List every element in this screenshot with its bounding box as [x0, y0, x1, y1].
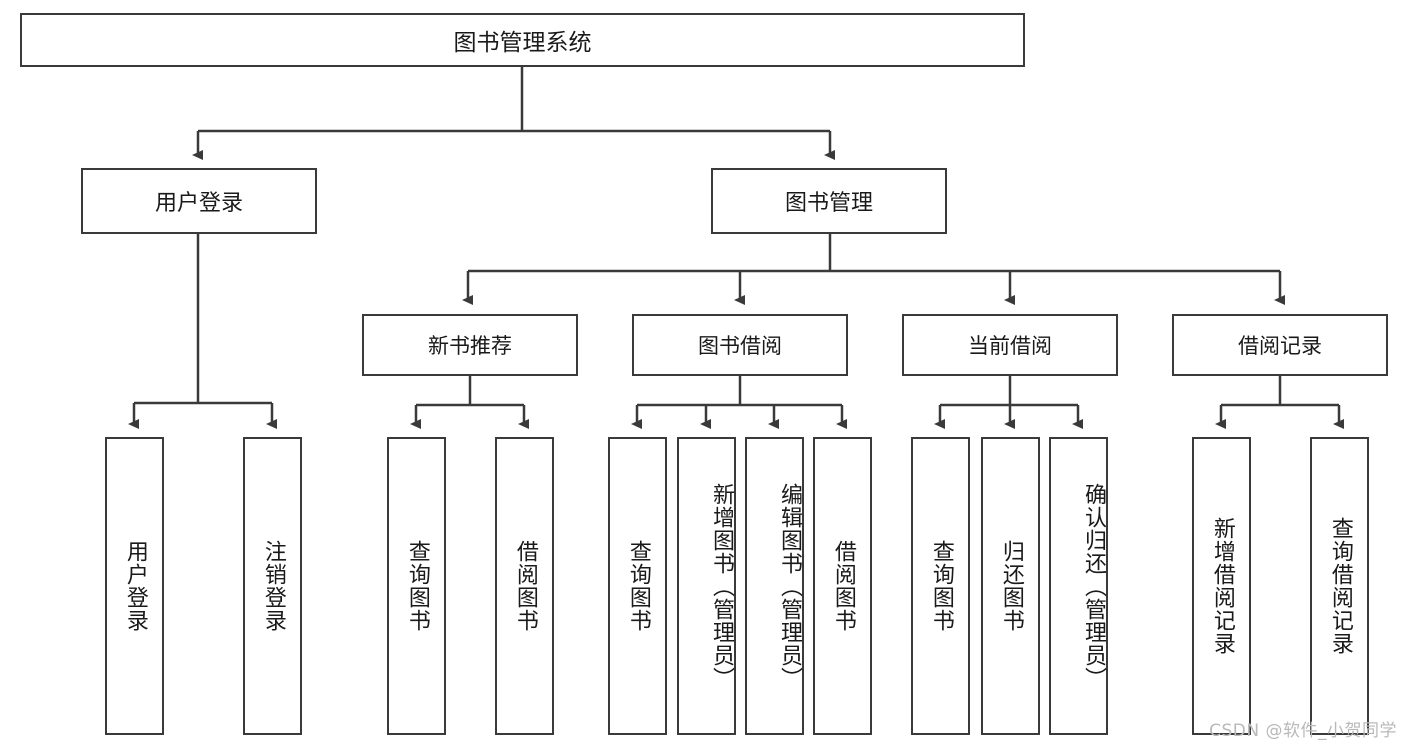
- leaf-record-add-record[interactable]: 新增借阅记录: [1192, 437, 1251, 735]
- node-label: 确认归还（管理员）: [1081, 482, 1106, 690]
- node-label: 注销登录: [260, 540, 286, 632]
- leaf-current-return-book[interactable]: 归还图书: [981, 437, 1040, 735]
- node-label: 借阅记录: [1238, 334, 1322, 358]
- node-label: 编辑图书（管理员）: [777, 482, 802, 690]
- leaf-current-confirm-return-admin[interactable]: 确认归还（管理员）: [1049, 437, 1108, 735]
- node-label: 查询图书: [625, 540, 651, 632]
- node-borrow-record[interactable]: 借阅记录: [1172, 314, 1388, 376]
- leaf-user-login-signout[interactable]: 注销登录: [243, 437, 302, 735]
- node-label: 借阅图书: [830, 540, 856, 632]
- node-label: 用户登录: [154, 191, 243, 216]
- leaf-recommend-borrow-book[interactable]: 借阅图书: [495, 437, 554, 735]
- node-label: 用户登录: [122, 540, 148, 632]
- node-label: 新增图书（管理员）: [709, 482, 734, 690]
- csdn-watermark: CSDN @软件_小贺同学: [1209, 721, 1397, 741]
- node-new-book-recommend[interactable]: 新书推荐: [362, 314, 578, 376]
- leaf-borrow-borrow-book[interactable]: 借阅图书: [813, 437, 872, 735]
- leaf-recommend-query-book[interactable]: 查询图书: [387, 437, 446, 735]
- node-label: 图书管理系统: [453, 30, 592, 56]
- node-label: 借阅图书: [512, 540, 538, 632]
- node-label: 图书借阅: [698, 334, 782, 358]
- node-label: 新书推荐: [428, 334, 512, 358]
- leaf-borrow-query-book[interactable]: 查询图书: [608, 437, 667, 735]
- leaf-current-query-book[interactable]: 查询图书: [911, 437, 970, 735]
- node-label: 查询借阅记录: [1327, 517, 1353, 655]
- node-label: 查询图书: [928, 540, 954, 632]
- leaf-user-login-signin[interactable]: 用户登录: [105, 437, 164, 735]
- node-book-borrow[interactable]: 图书借阅: [632, 314, 848, 376]
- node-label: 新增借阅记录: [1209, 517, 1235, 655]
- node-root-system[interactable]: 图书管理系统: [20, 13, 1025, 67]
- node-current-borrow[interactable]: 当前借阅: [902, 314, 1118, 376]
- leaf-borrow-edit-book-admin[interactable]: 编辑图书（管理员）: [745, 437, 804, 735]
- node-book-management[interactable]: 图书管理: [711, 168, 947, 234]
- leaf-borrow-add-book-admin[interactable]: 新增图书（管理员）: [677, 437, 736, 735]
- node-label: 图书管理: [784, 191, 873, 216]
- leaf-record-query-record[interactable]: 查询借阅记录: [1310, 437, 1369, 735]
- node-label: 当前借阅: [968, 334, 1052, 358]
- node-label: 归还图书: [998, 540, 1024, 632]
- node-label: 查询图书: [404, 540, 430, 632]
- node-user-login[interactable]: 用户登录: [81, 168, 317, 234]
